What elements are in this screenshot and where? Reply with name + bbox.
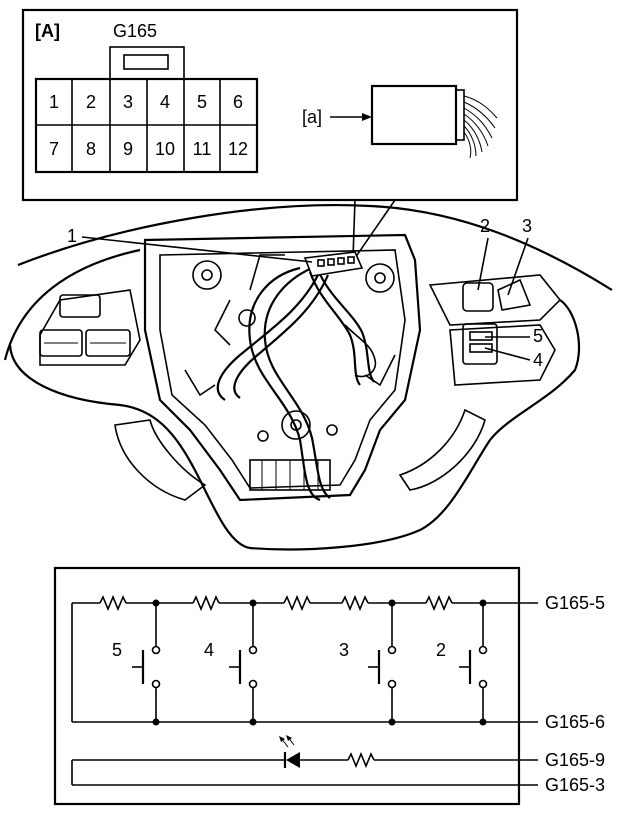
callout-3: 3 (522, 216, 532, 236)
resistor (283, 594, 311, 612)
resistor (425, 594, 453, 612)
top-bus (72, 594, 538, 612)
pin-label: 3 (123, 92, 133, 112)
switch-5: 5 (112, 603, 161, 722)
wheel-callouts: 1 2 3 5 4 (67, 216, 543, 370)
terminal-label: G165-5 (545, 593, 605, 613)
inset-leader-line (354, 199, 396, 259)
pin-label: 11 (193, 139, 212, 159)
led-diode-icon (286, 752, 300, 768)
callout-a-label: [a] (302, 107, 322, 127)
inset-frame (21, 8, 519, 202)
pin-label: 5 (197, 92, 207, 112)
wheel-rim-top (17, 204, 613, 291)
pin-label: 9 (123, 139, 133, 159)
resistor (341, 594, 369, 612)
pin-label: 7 (49, 139, 59, 159)
pin-label: 12 (228, 139, 248, 159)
schematic-frame (53, 566, 521, 806)
wheel-spoke-outline (8, 299, 581, 551)
led-circuit (71, 735, 538, 786)
terminal-label: G165-9 (545, 750, 605, 770)
connector-g165-installed (303, 251, 364, 277)
switch-4: 4 (204, 603, 258, 722)
view-label: [A] (35, 21, 60, 41)
pin-label: 2 (86, 92, 96, 112)
connector-side-view: [a] (302, 84, 498, 159)
switch-label: 4 (204, 640, 214, 660)
connector-label: G165 (113, 21, 157, 41)
resistor (347, 751, 375, 769)
switch-label: 5 (112, 640, 122, 660)
callout-5: 5 (533, 326, 543, 346)
switch-3: 3 (339, 603, 397, 722)
pin-label: 10 (155, 139, 175, 159)
terminal-label: G165-6 (545, 712, 605, 732)
right-switch-cluster (428, 274, 562, 386)
inset-leader-line (352, 199, 356, 259)
callout-4: 4 (533, 350, 543, 370)
switch-2: 2 (436, 603, 488, 722)
terminal-label: G165-3 (545, 775, 605, 795)
connector-inset: [A] G165 1 2 3 4 5 6 7 8 9 10 11 12 (21, 8, 519, 202)
lower-left-paddle (114, 419, 207, 501)
steering-wheel-drawing (3, 204, 613, 551)
callout-1: 1 (67, 226, 77, 246)
lower-right-paddle (398, 408, 486, 491)
callout-2: 2 (480, 216, 490, 236)
pin-label: 6 (233, 92, 243, 112)
resistor (192, 594, 220, 612)
resistor (99, 594, 127, 612)
pin-label: 1 (49, 92, 59, 112)
switch-label: 3 (339, 640, 349, 660)
pin-label: 4 (160, 92, 170, 112)
pin-label: 8 (86, 139, 96, 159)
left-switch-cluster (39, 289, 141, 366)
wiring-harness (216, 266, 377, 502)
switch-label: 2 (436, 640, 446, 660)
schematic: 5 4 3 2 (53, 566, 605, 806)
connector-face: 1 2 3 4 5 6 7 8 9 10 11 12 (34, 46, 259, 174)
